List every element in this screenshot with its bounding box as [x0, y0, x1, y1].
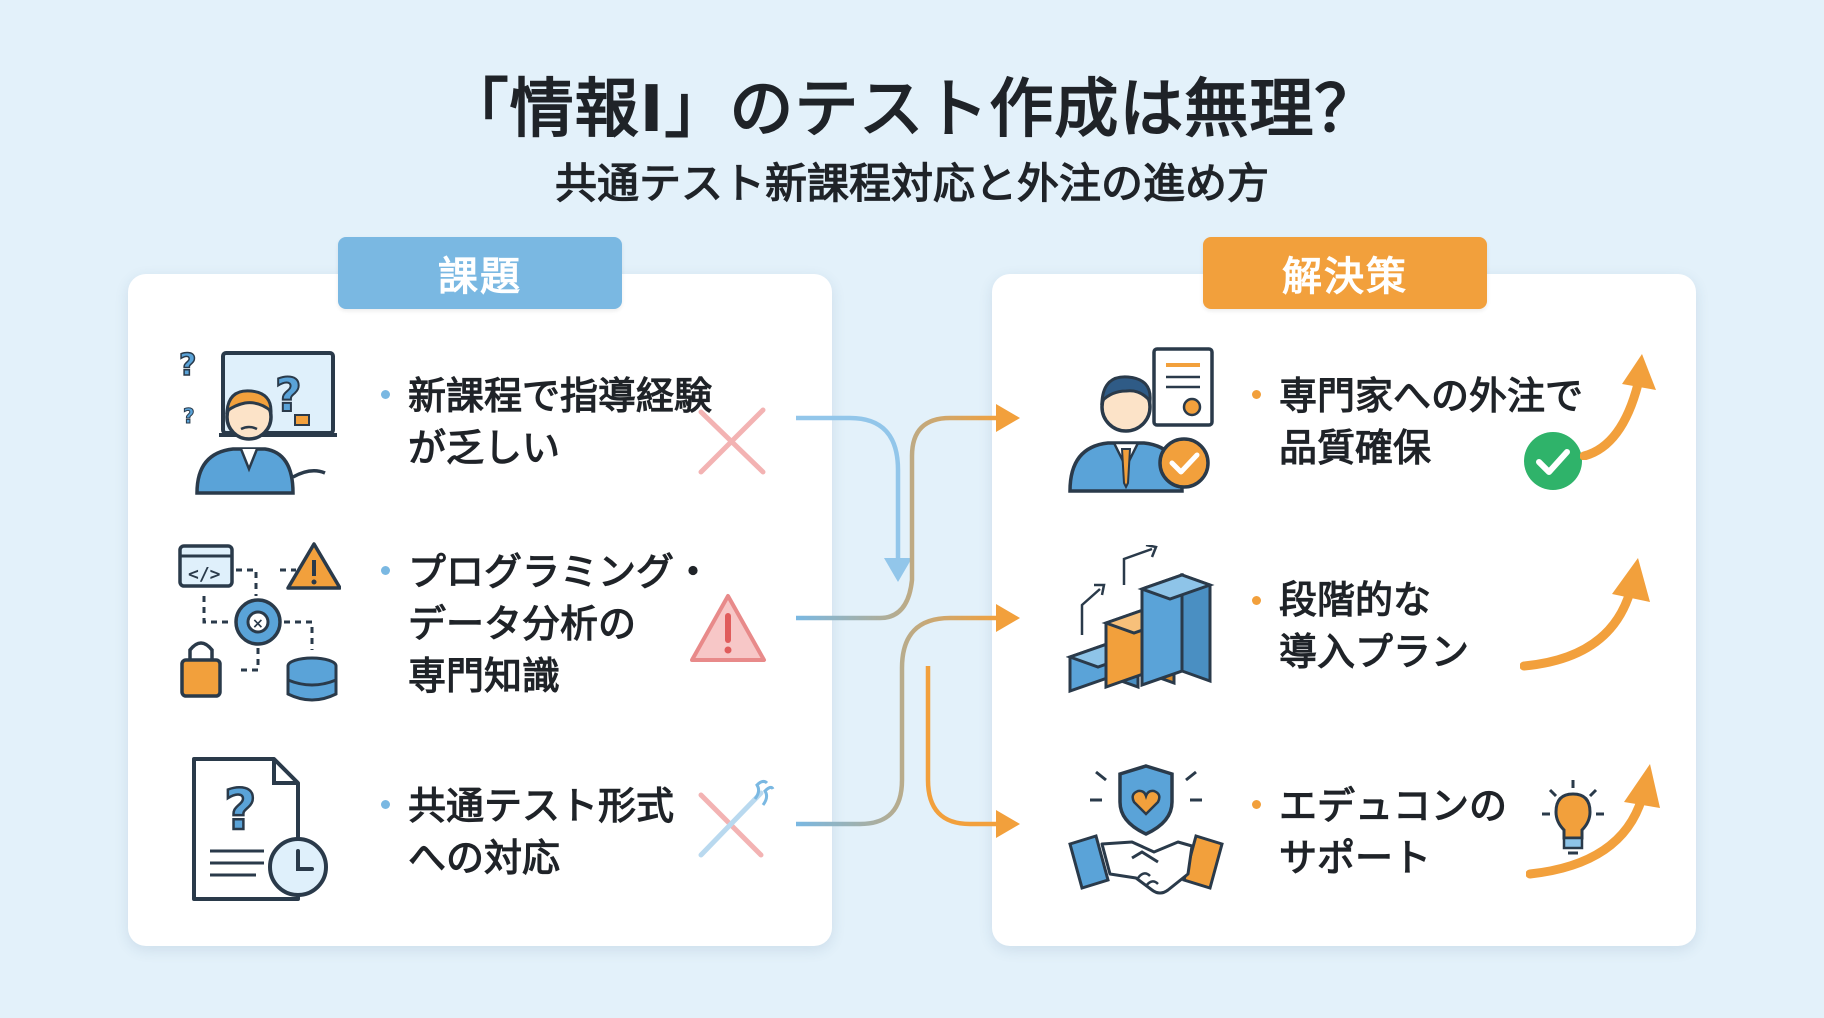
arrow-up-icon [1580, 350, 1660, 460]
solution-text-2-line2: 導入プラン [1279, 630, 1470, 674]
problem-text-3-line1: 共通テスト形式 [408, 784, 675, 828]
problem-text-2-line1: プログラミング・ [408, 550, 713, 594]
problems-header: 課題 [338, 237, 622, 309]
svg-text:</>: </> [188, 564, 221, 585]
svg-text:?: ? [275, 368, 302, 422]
svg-text:×: × [252, 616, 264, 632]
solution-text-3: エデュコンの サポート [1279, 780, 1507, 884]
warning-icon [688, 592, 768, 664]
page-title: 「情報Ⅰ」のテスト作成は無理？ [444, 73, 1380, 147]
arrow-up-icon [1520, 552, 1660, 672]
solution-text-2-line1: 段階的な [1279, 578, 1432, 622]
step-blocks-icon [1066, 545, 1226, 695]
solutions-header: 解決策 [1203, 237, 1487, 309]
page-subtitle: 共通テスト新課程対応と外注の進め方 [554, 159, 1269, 208]
cross-icon [695, 404, 769, 478]
cross-icon [695, 775, 775, 861]
problem-text-2-line3: 専門知識 [408, 654, 561, 698]
handshake-shield-icon [1066, 760, 1226, 900]
problem-text-1-line2: が乏しい [408, 426, 561, 470]
svg-text:?: ? [224, 778, 256, 843]
solution-bullet [1252, 596, 1261, 605]
confused-teacher-icon: ? ? ? [175, 345, 340, 495]
problem-text-2-line2: データ分析の [408, 602, 637, 646]
problem-bullet [381, 800, 390, 809]
arrow-up-icon [1526, 760, 1666, 880]
solution-text-3-line2: サポート [1279, 836, 1432, 880]
lightbulb-icon [1540, 778, 1606, 856]
problem-text-3-line2: への対応 [408, 836, 561, 880]
programming-data-icon: </> × [176, 540, 341, 705]
flow-connectors [790, 400, 1030, 840]
svg-text:?: ? [183, 404, 195, 428]
solution-text-1-line2: 品質確保 [1279, 426, 1432, 470]
problem-bullet [381, 566, 390, 575]
problem-text-3: 共通テスト形式 への対応 [408, 780, 674, 884]
solution-text-1-line1: 専門家への外注で [1279, 374, 1584, 418]
check-icon [1522, 430, 1584, 492]
problem-text-1: 新課程で指導経験 が乏しい [408, 370, 712, 474]
question-document-clock-icon: ? [190, 755, 330, 905]
problem-bullet [381, 390, 390, 399]
expert-certificate-icon [1066, 345, 1226, 495]
svg-text:?: ? [179, 348, 196, 383]
solution-text-1: 専門家への外注で 品質確保 [1279, 370, 1583, 474]
solution-text-3-line1: エデュコンの [1279, 784, 1508, 828]
solution-bullet [1252, 390, 1261, 399]
problem-text-2: プログラミング・ データ分析の 専門知識 [408, 546, 712, 702]
problem-text-1-line1: 新課程で指導経験 [408, 374, 713, 418]
solution-text-2: 段階的な 導入プラン [1279, 574, 1469, 678]
solution-bullet [1252, 800, 1261, 809]
